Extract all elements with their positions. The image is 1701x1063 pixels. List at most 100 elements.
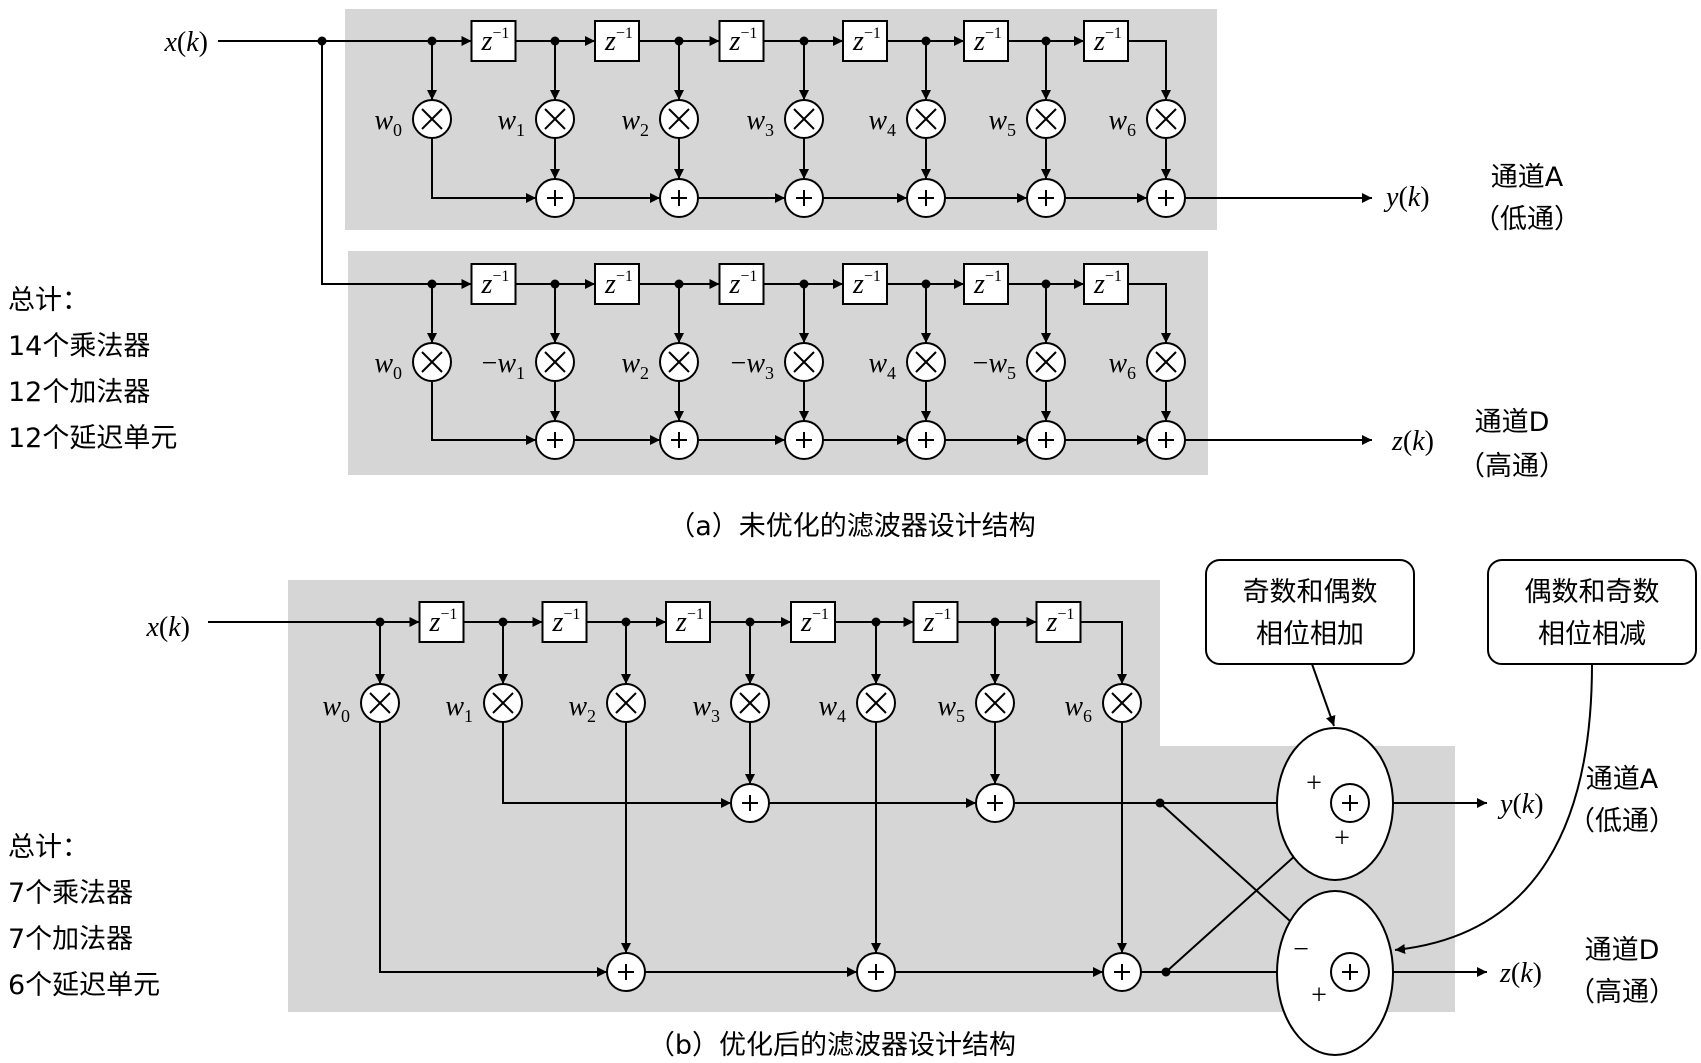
multiplier-node (784, 99, 824, 139)
multiply-icon (1111, 692, 1133, 714)
multiplier-node (1146, 99, 1186, 139)
delay-label: z−1 (852, 268, 881, 300)
multiply-icon (1035, 108, 1057, 130)
node-layer: z−1 z−1 z−1 z−1 z−1 z−1 z−1 z−1 z−1 z−1 z−1 z−1 z−1 z… (317, 20, 1697, 1056)
delay-unit: z−1 (718, 20, 765, 62)
junction-dot (550, 279, 560, 289)
callout-sub-box (1487, 559, 1697, 665)
weight-label: w4 (818, 691, 846, 726)
multiplier-node (483, 683, 523, 723)
delay-unit: z−1 (665, 601, 711, 643)
channel-a-subtitle: （低通） (1473, 204, 1581, 235)
junction-dot (871, 617, 881, 627)
adder-node (659, 178, 699, 218)
delay-label: z−1 (481, 25, 510, 57)
delay-label: z−1 (429, 606, 458, 638)
callout-sub-line2: 相位相减 (1538, 619, 1646, 650)
weight-label: w2 (621, 348, 649, 383)
adder-node (975, 783, 1015, 823)
junction-dot (427, 36, 437, 46)
channel-d-title: 通道D (1475, 407, 1550, 438)
multiplier-node (906, 342, 946, 382)
delay-unit: z−1 (470, 263, 517, 305)
multiplier-node (1026, 342, 1066, 382)
multiply-icon (865, 692, 887, 714)
sign-sub-bottom: + (1311, 980, 1327, 1011)
signal-wire (431, 381, 536, 445)
multiply-icon (915, 108, 937, 130)
weight-label: w0 (374, 105, 402, 140)
junction-dot (498, 617, 508, 627)
callout-add-box (1205, 559, 1415, 665)
delay-unit: z−1 (790, 601, 836, 643)
weight-label: w6 (1108, 105, 1136, 140)
plus-icon (1038, 190, 1054, 206)
callout-add-line2: 相位相加 (1256, 619, 1364, 650)
plus-icon (987, 795, 1003, 811)
plus-icon (796, 190, 812, 206)
adder-node (1146, 178, 1186, 218)
totals-line-b: 7个乘法器 (8, 878, 133, 909)
multiplier-node (412, 99, 452, 139)
weight-label: w1 (445, 691, 473, 726)
junction-dot (550, 36, 560, 46)
totals-line-b: 6个延迟单元 (8, 970, 160, 1001)
junction-dot (674, 36, 684, 46)
multiply-icon (492, 692, 514, 714)
totals-line-a: 12个延迟单元 (8, 423, 177, 454)
delay-unit: z−1 (594, 20, 640, 62)
weight-label: w4 (868, 348, 896, 383)
junction-dot (317, 36, 327, 46)
delay-unit: z−1 (470, 20, 517, 62)
multiplier-node (784, 342, 824, 382)
plus-icon (618, 964, 634, 980)
adder-node (784, 420, 824, 460)
signal-wire (1128, 40, 1171, 100)
caption-b: （b）优化后的滤波器设计结构 (648, 1030, 1016, 1061)
adder-node (535, 178, 575, 218)
output-label-y-b: y(k) (1497, 789, 1544, 820)
multiply-icon (421, 108, 443, 130)
adder-node (1330, 783, 1370, 823)
adder-node (535, 420, 575, 460)
totals-line-b: 总计： (8, 832, 89, 863)
weight-label: w6 (1064, 691, 1092, 726)
delay-label: z−1 (604, 25, 633, 57)
delay-label: z−1 (604, 268, 633, 300)
plus-icon (1038, 432, 1054, 448)
plus-icon (868, 964, 884, 980)
adder-node (1026, 420, 1066, 460)
totals-line-a: 14个乘法器 (8, 331, 150, 362)
junction-dot (745, 617, 755, 627)
delay-unit: z−1 (1083, 263, 1129, 305)
delay-unit: z−1 (963, 263, 1009, 305)
delay-label: z−1 (1046, 606, 1075, 638)
plus-icon (547, 432, 563, 448)
weight-label: −w3 (731, 348, 774, 383)
weight-label: w1 (497, 105, 525, 140)
multiplier-node (975, 683, 1015, 723)
signal-wire (431, 138, 536, 203)
output-label-z-a: z(k) (1391, 426, 1434, 457)
multiplier-node (906, 99, 946, 139)
input-label-b: x(k) (145, 612, 190, 643)
delay-label: z−1 (852, 25, 881, 57)
junction-dot (674, 279, 684, 289)
plus-icon (547, 190, 563, 206)
plus-icon (918, 432, 934, 448)
adder-node (1330, 952, 1370, 992)
adder-node (1102, 952, 1142, 992)
channel-a-subtitle-b: （低通） (1568, 806, 1676, 837)
junction-dot (799, 36, 809, 46)
delay-unit: z−1 (541, 601, 588, 643)
plus-icon (918, 190, 934, 206)
totals-line-a: 总计： (8, 285, 89, 316)
delay-unit: z−1 (418, 601, 465, 643)
delay-label: z−1 (552, 606, 581, 638)
delay-unit: z−1 (1035, 601, 1082, 643)
junction-dot (621, 617, 631, 627)
multiplier-node (535, 99, 575, 139)
weight-label: w2 (621, 105, 649, 140)
weight-label: w0 (322, 691, 350, 726)
